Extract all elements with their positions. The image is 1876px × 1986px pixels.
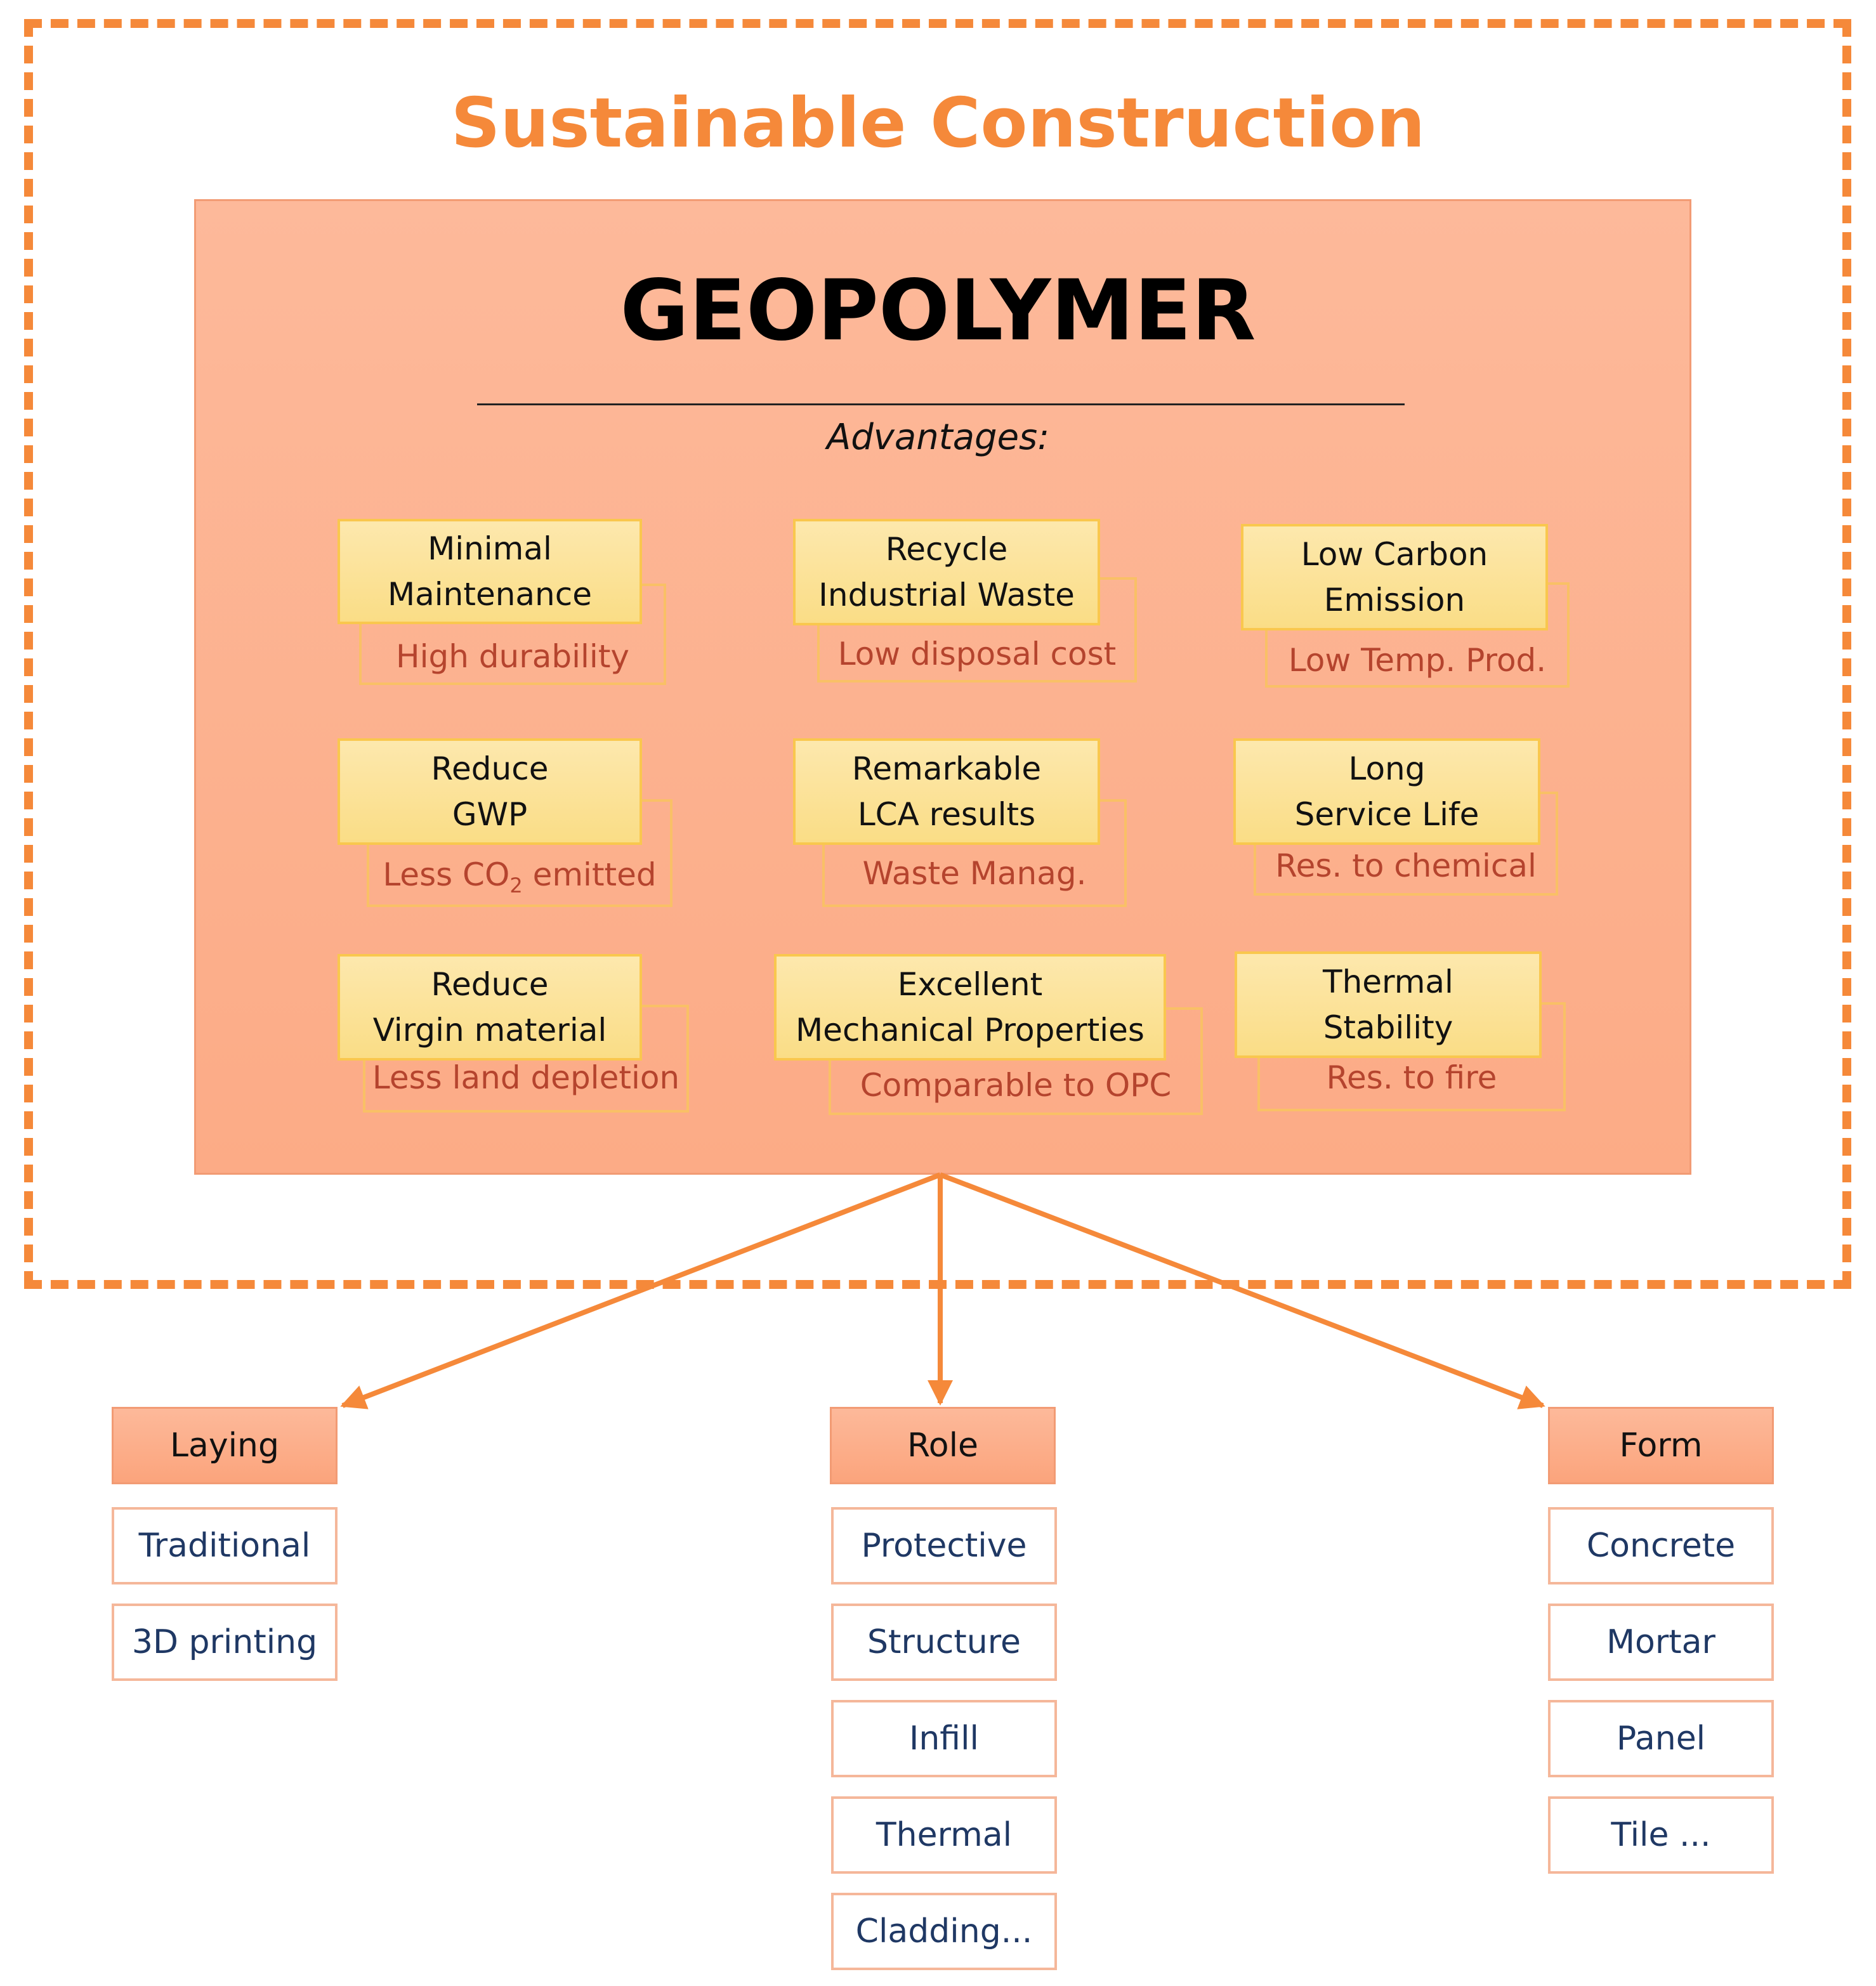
category-form-header: Form bbox=[1548, 1407, 1774, 1484]
advantage-sub-text: High durability bbox=[395, 638, 630, 675]
advantage-sub-3: Low Temp. Prod. bbox=[1265, 582, 1570, 688]
sustainable-construction-frame bbox=[24, 19, 1851, 1289]
advantage-line1: Recycle bbox=[885, 531, 1008, 568]
advantage-line2: Emission bbox=[1323, 582, 1466, 618]
role-item: Thermal bbox=[831, 1796, 1057, 1874]
category-role-header: Role bbox=[830, 1407, 1056, 1484]
advantage-sub-8: Comparable to OPC bbox=[829, 1007, 1203, 1115]
advantage-line1: Remarkable bbox=[851, 750, 1042, 787]
advantage-sub-pre: Less CO bbox=[383, 856, 510, 893]
role-item: Cladding... bbox=[831, 1893, 1057, 1970]
advantage-sub-text: Res. to chemical bbox=[1275, 847, 1537, 884]
advantage-sub-post: emitted bbox=[522, 856, 657, 893]
advantage-line2: Virgin material bbox=[372, 1012, 607, 1049]
advantage-line1: Low Carbon bbox=[1301, 536, 1488, 573]
advantage-sub-subscript: 2 bbox=[509, 873, 523, 898]
laying-item: Traditional bbox=[112, 1507, 338, 1584]
advantage-sub-text: Less CO2 emitted bbox=[383, 856, 657, 898]
advantage-sub-text: Comparable to OPC bbox=[860, 1067, 1172, 1104]
category-laying-header: Laying bbox=[112, 1407, 338, 1484]
advantage-line1: Minimal bbox=[428, 530, 552, 567]
advantage-line2: Maintenance bbox=[388, 576, 592, 613]
advantage-line2: LCA results bbox=[857, 796, 1036, 833]
advantage-sub-text: Low disposal cost bbox=[837, 636, 1117, 672]
advantage-line1: Long bbox=[1348, 750, 1426, 787]
arrow-to-laying bbox=[340, 1172, 941, 1409]
page-title: Sustainable Construction bbox=[450, 84, 1426, 163]
laying-item: 3D printing bbox=[112, 1604, 338, 1681]
advantages-label: Advantages: bbox=[826, 417, 1050, 458]
advantage-line1: Thermal bbox=[1323, 964, 1453, 1000]
role-item: Structure bbox=[831, 1604, 1057, 1681]
advantage-sub-text: Less land depletion bbox=[372, 1059, 680, 1096]
geopolymer-title: GEOPOLYMER bbox=[620, 262, 1256, 360]
advantage-sub-1: High durability bbox=[359, 584, 666, 685]
form-item: Tile ... bbox=[1548, 1796, 1774, 1874]
advantage-line2: Service Life bbox=[1294, 796, 1479, 833]
form-item: Mortar bbox=[1548, 1604, 1774, 1681]
advantage-sub-2: Low disposal cost bbox=[817, 577, 1137, 683]
advantage-sub-text: Waste Manag. bbox=[862, 855, 1087, 892]
advantage-line1: Reduce bbox=[431, 750, 549, 787]
advantage-line2: Mechanical Properties bbox=[796, 1012, 1145, 1049]
form-item: Concrete bbox=[1548, 1507, 1774, 1584]
title-divider bbox=[477, 403, 1405, 405]
advantage-line2: GWP bbox=[452, 796, 528, 833]
role-item: Protective bbox=[831, 1507, 1057, 1584]
advantage-line1: Excellent bbox=[897, 966, 1043, 1003]
advantage-line2: Stability bbox=[1323, 1009, 1453, 1046]
advantage-line1: Reduce bbox=[431, 966, 549, 1003]
advantage-line2: Industrial Waste bbox=[818, 577, 1075, 613]
arrow-to-form bbox=[939, 1172, 1545, 1409]
form-item: Panel bbox=[1548, 1700, 1774, 1777]
advantage-sub-text: Res. to fire bbox=[1326, 1059, 1497, 1096]
role-item: Infill bbox=[831, 1700, 1057, 1777]
advantage-sub-text: Low Temp. Prod. bbox=[1288, 642, 1547, 679]
